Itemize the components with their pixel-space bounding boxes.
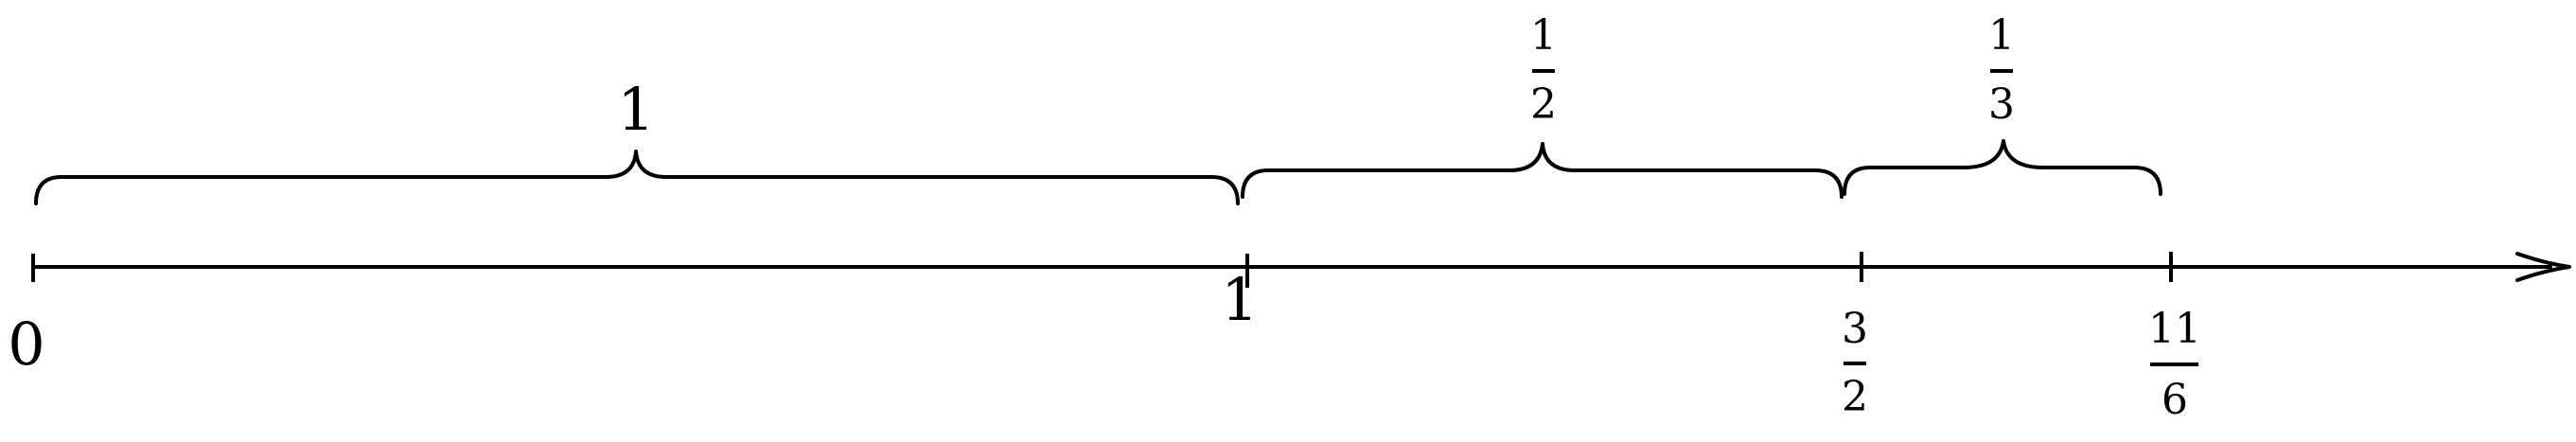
tick-label-1: 1 xyxy=(1221,265,1258,334)
brace-3-2-to-11-6 xyxy=(1843,139,2162,196)
segment-label-1: 1 xyxy=(617,75,654,144)
tick-marks xyxy=(31,252,2173,288)
brace-1-to-3-2 xyxy=(1241,142,1844,199)
segment-label-1-2-numerator: 1 xyxy=(1530,11,1557,60)
segment-label-1-2: 1 2 xyxy=(1530,11,1557,129)
segment-label-1-3-numerator: 1 xyxy=(1988,11,2015,60)
right-arrow-icon xyxy=(2515,252,2571,282)
tick-labels: 0 1 3 2 11 6 xyxy=(8,265,2201,424)
brace-0-to-1 xyxy=(34,150,1240,205)
segment-label-1-3-denominator: 3 xyxy=(1988,80,2015,129)
segment-label-1-2-denominator: 2 xyxy=(1530,80,1557,129)
tick-label-3-2: 3 2 xyxy=(1842,305,1868,421)
tick-label-11-6-denominator: 6 xyxy=(2161,376,2188,424)
tick-label-11-6: 11 6 xyxy=(2148,305,2201,424)
tick-label-3-2-denominator: 2 xyxy=(1842,373,1868,421)
segment-labels: 1 1 2 1 3 xyxy=(617,11,2015,144)
tick-label-0: 0 xyxy=(8,309,44,379)
segment-braces xyxy=(34,139,2162,205)
tick-label-11-6-numerator: 11 xyxy=(2148,305,2201,353)
tick-label-3-2-numerator: 3 xyxy=(1842,305,1868,353)
number-line-axis xyxy=(31,252,2571,282)
segment-label-1-3: 1 3 xyxy=(1988,11,2015,129)
